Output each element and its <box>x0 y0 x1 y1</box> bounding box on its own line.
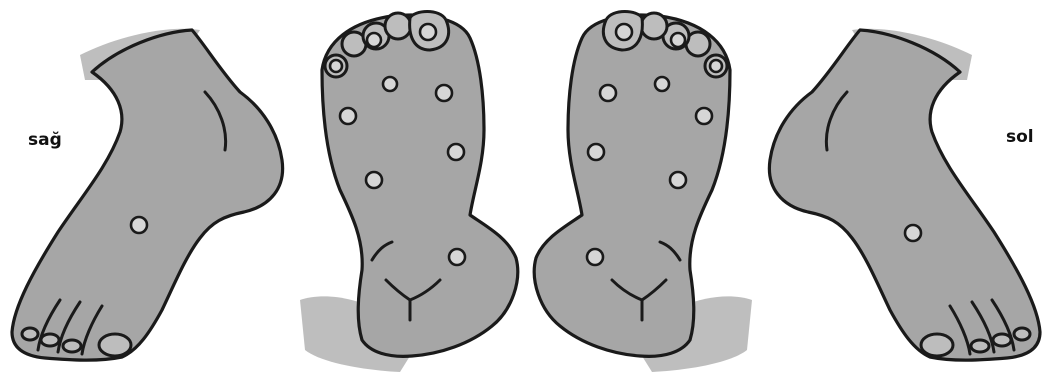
left-foot-sole-spot-8 <box>670 172 686 188</box>
right-foot-toe-3 <box>63 340 81 352</box>
left-foot-sole-spot-9 <box>587 249 603 265</box>
right-foot-sole-spot-9 <box>449 249 465 265</box>
right-foot-sole-view <box>300 12 518 373</box>
right-foot-toe-4 <box>41 334 59 346</box>
left-foot-sole-spot-1 <box>710 60 722 72</box>
right-foot-toe-5 <box>22 328 38 340</box>
right-foot-sole-spot-3 <box>420 24 436 40</box>
left-foot-sole-view <box>534 12 752 373</box>
left-foot-sole-spot-7 <box>588 144 604 160</box>
right-foot-sole-spot-8 <box>366 172 382 188</box>
right-foot-sole-spot-5 <box>436 85 452 101</box>
left-foot-big-toe <box>921 334 953 356</box>
left-foot-toe-3 <box>971 340 989 352</box>
right-foot-sole-spot-4 <box>383 77 397 91</box>
right-foot-sole-spot-2 <box>367 33 381 47</box>
left-foot-sole-spot-2 <box>671 33 685 47</box>
left-foot-sole-spot-6 <box>696 108 712 124</box>
left-foot-sole-spot-4 <box>655 77 669 91</box>
right-foot-big-toe <box>99 334 131 356</box>
right-foot-sole-spot-7 <box>448 144 464 160</box>
left-foot-sole-toe-2 <box>641 13 667 39</box>
right-foot-sole-spot-6 <box>340 108 356 124</box>
left-foot-toe-4 <box>993 334 1011 346</box>
left-foot-top-view <box>769 29 1040 360</box>
right-foot-sole-toe-2 <box>385 13 411 39</box>
left-foot-sole-spot-5 <box>600 85 616 101</box>
right-side-label: sağ <box>28 130 62 150</box>
left-side-label: sol <box>1006 127 1034 147</box>
left-foot-toe-5 <box>1014 328 1030 340</box>
left-foot-top-spot <box>905 225 921 241</box>
right-foot-top-spot <box>131 217 147 233</box>
right-foot-top-view <box>12 29 283 360</box>
right-foot-sole-spot-1 <box>330 60 342 72</box>
left-foot-sole-spot-3 <box>616 24 632 40</box>
